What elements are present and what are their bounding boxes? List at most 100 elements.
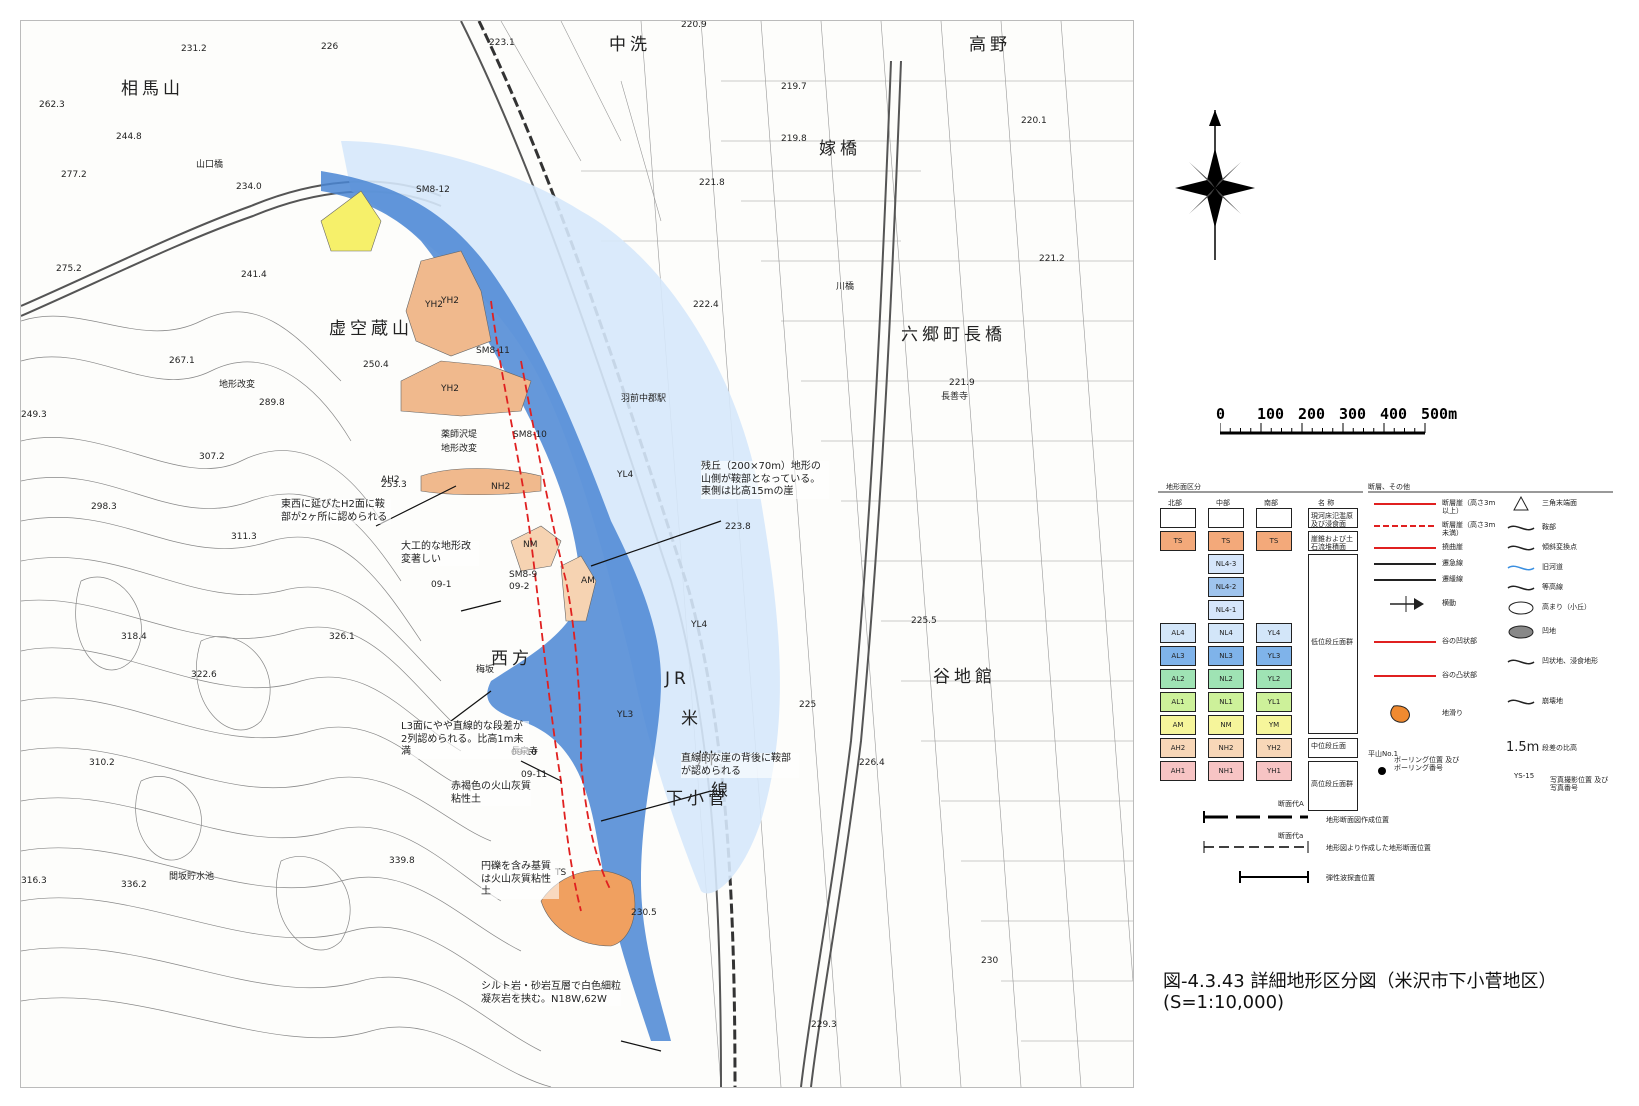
legend-symbol-label: 谷の凸状部 <box>1442 671 1477 679</box>
place-label: 地形改変 <box>441 444 478 454</box>
place-label: 羽前中郡駅 <box>621 394 667 404</box>
legend-symbol-icon <box>1508 625 1534 639</box>
legend-swatch: YM <box>1256 715 1292 735</box>
spot-height: 316.3 <box>21 876 47 886</box>
spot-height: 249.3 <box>21 410 47 420</box>
legend-symbol-label: 鞍部 <box>1542 523 1556 531</box>
unit-label: YL4 <box>617 470 634 480</box>
legend-swatch: AL3 <box>1160 646 1196 666</box>
spot-height: 221.9 <box>949 378 975 388</box>
place-label: 山口橋 <box>196 160 224 170</box>
legend-symbol-icon <box>1507 585 1535 591</box>
legend-symbol-label: 傾斜変換点 <box>1542 543 1577 551</box>
legend-symbol-label: 断層崖（高さ3m未満） <box>1442 521 1496 538</box>
spot-height: 219.8 <box>781 134 807 144</box>
spot-height: 244.8 <box>116 132 142 142</box>
place-label: 嫁橋 <box>819 139 861 159</box>
legend-symbol-icon <box>1374 563 1436 565</box>
legend-swatch: AH1 <box>1160 761 1196 781</box>
legend-swatch: TS <box>1208 531 1244 551</box>
place-label: 高野 <box>969 35 1011 55</box>
legend-col-north: 北部 <box>1168 499 1182 507</box>
section-line-icons <box>1203 811 1309 883</box>
legend-swatch: NH2 <box>1208 738 1244 758</box>
unit-label: YH2 <box>441 296 459 306</box>
photo-label: 写真撮影位置 及び写真番号 <box>1550 776 1609 793</box>
legend-section1-title: 地形面区分 <box>1166 483 1201 491</box>
spot-height: 221.2 <box>1039 254 1065 264</box>
spot-height: 275.2 <box>56 264 82 274</box>
legend-swatch: NH1 <box>1208 761 1244 781</box>
legend-swatch: NL4 <box>1208 623 1244 643</box>
legend-symbol-icon <box>1508 601 1534 615</box>
annotation: 赤褐色の火山灰質粘性土 <box>451 781 531 806</box>
place-label: 谷地館 <box>933 667 996 687</box>
legend-symbol-label: 凹地 <box>1542 627 1556 635</box>
place-label: 米 <box>681 709 702 729</box>
spot-height: 234.0 <box>236 182 262 192</box>
spot-height: 226 <box>321 42 339 52</box>
legend-swatch: NL2 <box>1208 669 1244 689</box>
boring-id: SM8-11 <box>476 346 510 356</box>
legend-name-box <box>1308 531 1358 551</box>
place-label: 梅坂 <box>476 665 495 675</box>
legend-symbol-icon <box>1390 705 1410 723</box>
spot-height: 229.3 <box>811 1020 837 1030</box>
boring-id: SM8-12 <box>416 185 450 195</box>
legend-swatch: YL1 <box>1256 692 1292 712</box>
place-label: 西方 <box>491 649 533 669</box>
legend-symbol-icon <box>1390 596 1424 612</box>
legend-symbol-label: 等高線 <box>1542 583 1563 591</box>
unit-label: YH2 <box>441 384 459 394</box>
step-label: 段差の比高 <box>1542 744 1577 752</box>
legend-col-middle: 中部 <box>1216 499 1230 507</box>
place-label: JR <box>665 669 690 689</box>
legend-swatch: AL4 <box>1160 623 1196 643</box>
annotation: 東西に延びたH2面に鞍部が2ヶ所に認められる <box>281 499 391 524</box>
legend-swatch: YL3 <box>1256 646 1292 666</box>
spot-height: 231.2 <box>181 44 207 54</box>
yellow-zone <box>320 190 382 252</box>
unit-label: NM <box>523 540 538 550</box>
line2-label: 地形図より作成した地形断面位置 <box>1326 844 1431 852</box>
spot-height: 336.2 <box>121 880 147 890</box>
unit-label: AH2 <box>381 475 400 485</box>
legend-symbol-icon <box>1374 547 1436 549</box>
legend-swatch <box>1208 508 1244 528</box>
legend-name-box <box>1308 508 1358 528</box>
legend-symbol-icon <box>1507 565 1535 571</box>
legend-swatch: YL2 <box>1256 669 1292 689</box>
annotation: L3面にやや直線的な段差が2列認められる。比高1m未満 <box>401 721 529 759</box>
legend-symbol-label: 高まり（小丘） <box>1542 603 1591 611</box>
spot-height: 253.3 <box>381 480 407 490</box>
legend-name-box <box>1308 554 1358 734</box>
place-label: 川橋 <box>836 282 855 292</box>
caption-scale: (S=1:10,000) <box>1163 991 1285 1013</box>
boring-id: 09-2 <box>509 582 530 592</box>
place-label: 間坂貯水池 <box>169 872 215 882</box>
spot-height: 221.8 <box>699 178 725 188</box>
legend-symbol-icon <box>1507 699 1535 705</box>
topographic-map[interactable]: 相馬山中洗高野嫁橋虚空蔵山六郷町長橋谷地館西方下小菅地形改変薬師沢堤地形改変間坂… <box>20 20 1134 1088</box>
legend-symbol-label: 撓曲崖 <box>1442 543 1463 551</box>
legend-symbol-icon <box>1513 495 1529 511</box>
map-drawing <box>21 21 1133 1087</box>
scale-tick-label: 400 <box>1380 405 1408 423</box>
place-label: 相馬山 <box>121 79 184 99</box>
legend-swatch: NL3 <box>1208 646 1244 666</box>
unit-label: TS <box>555 868 567 878</box>
scale-tick-label: 200 <box>1298 405 1326 423</box>
spot-height: 223.1 <box>489 38 515 48</box>
spot-height: 230.5 <box>631 908 657 918</box>
contour-lines <box>21 311 552 1087</box>
legend-symbol-label: 崩壊地 <box>1542 697 1563 705</box>
legend-symbol-icon <box>1507 525 1535 531</box>
scale-tick-label: 300 <box>1339 405 1367 423</box>
legend-swatch: AL1 <box>1160 692 1196 712</box>
spot-height: 307.2 <box>199 452 225 462</box>
terrace-zones <box>400 250 636 947</box>
place-label: 中洗 <box>609 35 651 55</box>
fault-lines <box>490 300 612 912</box>
legend-swatch: NM <box>1208 715 1244 735</box>
spot-height: 223.8 <box>725 522 751 532</box>
